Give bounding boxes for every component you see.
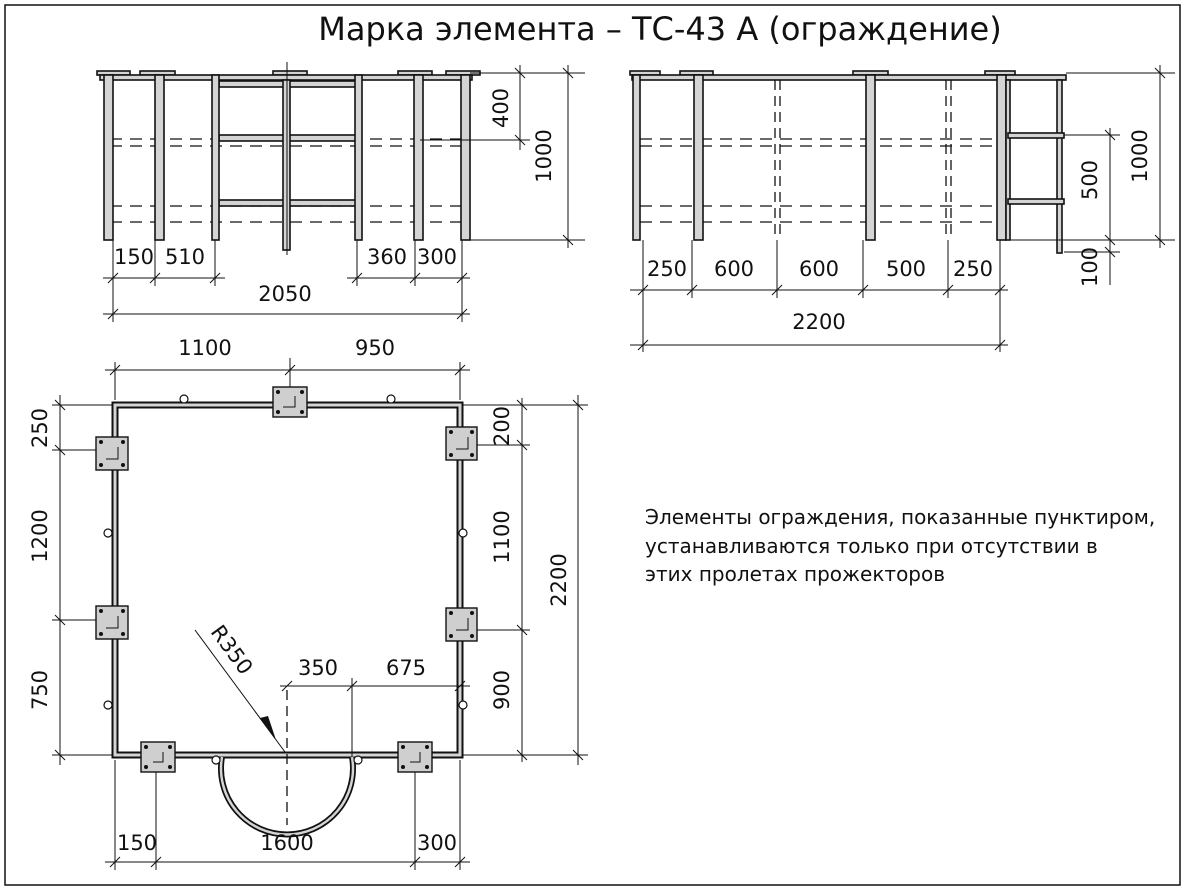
dim-label: 600 bbox=[799, 257, 839, 281]
side-elevation: 250 600 600 500 250 2200 500 100 1000 bbox=[629, 65, 1175, 352]
dim-label: 1100 bbox=[490, 510, 514, 563]
front-elevation: 150 510 360 300 2050 400 1000 bbox=[96, 62, 585, 322]
note-text: Элементы ограждения, показанные пунктиро… bbox=[645, 505, 1155, 586]
dim-label: 350 bbox=[298, 656, 338, 680]
dim-label: 600 bbox=[714, 257, 754, 281]
bracket-plates bbox=[95, 386, 478, 773]
dim-label: 500 bbox=[886, 257, 926, 281]
dim-label: 200 bbox=[490, 406, 514, 446]
dim-label: 300 bbox=[417, 245, 457, 269]
dim-label: 250 bbox=[953, 257, 993, 281]
dim-label: 400 bbox=[489, 88, 513, 128]
dim-label: 1600 bbox=[260, 831, 313, 855]
dim-label: 360 bbox=[367, 245, 407, 269]
drawing-title: Марка элемента – ТС-43 А (ограждение) bbox=[318, 10, 1001, 48]
dim-label: 250 bbox=[28, 408, 52, 448]
dim-label: 150 bbox=[117, 831, 157, 855]
dim-label: 1000 bbox=[1128, 129, 1152, 182]
dim-label-overall: 2200 bbox=[547, 553, 571, 606]
note-line: устанавливаются только при отсутствии в bbox=[645, 534, 1098, 558]
radius-arrow-icon bbox=[260, 716, 276, 740]
dim-label: 150 bbox=[114, 245, 154, 269]
dim-label: 500 bbox=[1078, 160, 1102, 200]
dim-label: 900 bbox=[490, 670, 514, 710]
sheet-border bbox=[4, 4, 1181, 886]
radius-label: R350 bbox=[206, 621, 258, 679]
note-line: Элементы ограждения, показанные пунктиро… bbox=[645, 505, 1155, 529]
dim-label-overall: 2050 bbox=[258, 282, 311, 306]
dim-label: 250 bbox=[647, 257, 687, 281]
dim-label-overall: 2200 bbox=[792, 310, 845, 334]
dim-label: 100 bbox=[1078, 247, 1102, 287]
dim-label: 1000 bbox=[532, 129, 556, 182]
dim-label: 300 bbox=[417, 831, 457, 855]
dim-label: 750 bbox=[28, 670, 52, 710]
dim-label: 510 bbox=[165, 245, 205, 269]
dim-label: 675 bbox=[386, 656, 426, 680]
plan-view: 1100 950 250 1200 750 200 1100 900 2200 … bbox=[28, 336, 588, 870]
note-line: этих пролетах прожекторов bbox=[645, 562, 945, 586]
dim-label: 950 bbox=[355, 336, 395, 360]
dim-label: 1200 bbox=[28, 509, 52, 562]
dim-label: 1100 bbox=[178, 336, 231, 360]
